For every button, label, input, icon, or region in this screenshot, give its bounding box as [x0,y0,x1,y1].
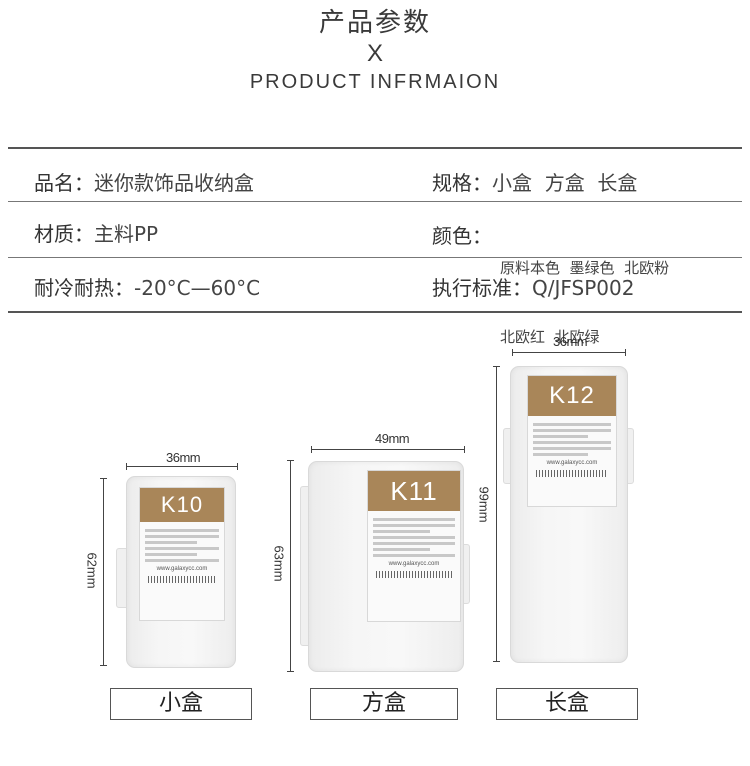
spec-size-label: 规格： [432,171,492,195]
product-name-k12: 长盒 [496,688,638,720]
spec-color-line2: 北欧红 北欧绿 [500,328,600,346]
barcode-k11 [376,571,452,578]
page-title-en: PRODUCT INFRMAION [249,71,501,93]
row-divider [8,257,742,258]
spec-size: 规格：小盒 方盒 长盒 [432,167,637,196]
dimension-line-width-k10 [126,463,238,470]
spec-temperature: 耐冷耐热：-20°C—60°C [34,272,260,301]
barcode-k12 [536,470,608,477]
spec-standard-label: 执行标准： [432,276,532,300]
bottom-rule [8,311,742,313]
dimension-line-height-k10 [100,478,107,666]
product-box-k12: K12 www.galaxycc.com [510,366,628,663]
product-code-k12: K12 [528,376,616,416]
row-divider [8,201,742,202]
spec-standard: 执行标准：Q/JFSP002 [432,272,634,301]
dimension-line-height-k11 [287,460,294,672]
top-rule [8,147,742,149]
dimension-width-k12: 36mm [553,334,588,349]
product-box-k11: K11 www.galaxycc.com [308,461,464,672]
title-separator: X [366,40,383,67]
barcode-k10 [148,576,216,583]
spec-size-value: 小盒 方盒 长盒 [492,171,638,195]
product-label-k10: K10 www.galaxycc.com [139,487,225,621]
dimension-width-k10: 36mm [166,450,201,465]
spec-material-value: 主料PP [94,222,159,246]
product-name-k11: 方盒 [310,688,458,720]
dimension-height-k11: 63mm [271,545,287,582]
page-title-cn: 产品参数 [318,8,431,38]
label-site-k12: www.galaxycc.com [546,460,598,466]
dimension-height-k10: 62mm [84,552,100,589]
spec-standard-value: Q/JFSP002 [532,276,635,300]
spec-name: 品名：迷你款饰品收纳盒 [34,167,254,196]
dimension-width-k11: 49mm [375,431,410,446]
dimension-height-k12: 99mm [476,486,492,523]
dimension-line-width-k12 [512,349,626,356]
dimension-line-height-k12 [493,366,500,662]
spec-name-label: 品名： [34,171,94,195]
product-code-k11: K11 [368,471,460,511]
spec-color-line1: 原料本色 墨绿色 北欧粉 [500,259,670,277]
label-site-k10: www.galaxycc.com [156,566,208,572]
spec-name-value: 迷你款饰品收纳盒 [94,171,254,195]
product-code-k10: K10 [140,488,224,522]
product-label-k11: K11 www.galaxycc.com [367,470,461,622]
label-site-k11: www.galaxycc.com [388,561,440,567]
spec-temperature-value: -20°C—60°C [134,276,261,300]
product-name-k10: 小盒 [110,688,252,720]
product-label-k12: K12 www.galaxycc.com [527,375,617,507]
product-box-k10: K10 www.galaxycc.com [126,476,236,668]
spec-material-label: 材质： [34,222,94,246]
spec-material: 材质：主料PP [34,218,158,247]
spec-temperature-label: 耐冷耐热： [34,276,134,300]
spec-color-label: 颜色： [432,224,492,248]
dimension-line-width-k11 [311,446,465,453]
